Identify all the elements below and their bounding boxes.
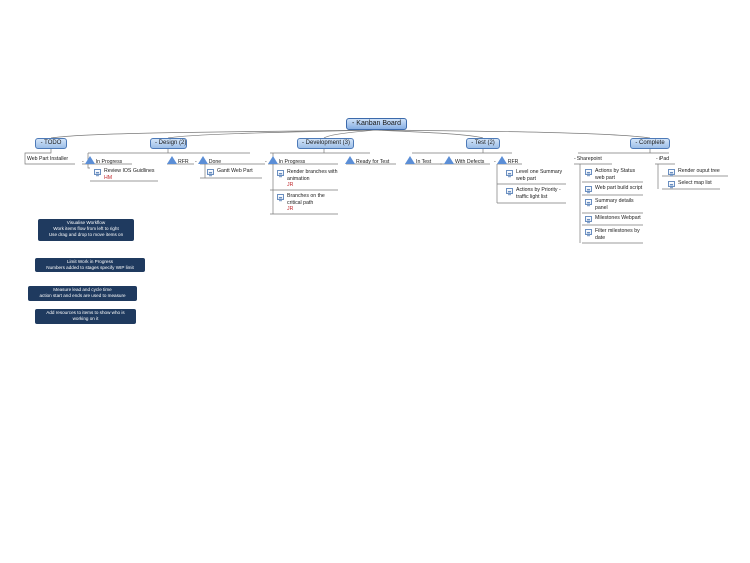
stage-triangle-icon (345, 156, 355, 164)
task-summary-details-panel[interactable]: Summary details panel (585, 198, 645, 211)
task-actions-by-priority[interactable]: Actions by Priority - traffic light list (506, 187, 568, 200)
task-title: Review IOS Guidlines (104, 168, 155, 174)
document-icon (207, 169, 214, 175)
task-actions-by-status[interactable]: Actions by Status web part (585, 168, 645, 181)
task-gantt-web-part[interactable]: Gantt Web Part (207, 168, 267, 175)
todo-node[interactable]: - TODO (35, 138, 67, 149)
stage-triangle-icon (444, 156, 454, 164)
task-title: Gantt Web Part (217, 168, 253, 174)
document-icon (668, 169, 675, 175)
task-title: Summary details panel (595, 198, 634, 211)
collapse-marker: - (574, 156, 576, 162)
task-title: Branches on the critical path (287, 193, 325, 206)
design-node[interactable]: - Design (2) (150, 138, 187, 149)
task-title: Web part build script (595, 185, 643, 191)
document-icon (506, 188, 513, 194)
document-icon (585, 229, 592, 235)
document-icon (668, 181, 675, 187)
todo-item-web-part-installer[interactable]: Web Part Installer (27, 156, 69, 162)
document-icon (506, 170, 513, 176)
note-add-resources[interactable]: Add resources to items to show who is wo… (35, 309, 136, 324)
task-owner: HM (104, 174, 113, 181)
task-level-one-summary[interactable]: Level one Summary web part (506, 169, 568, 182)
task-title: Actions by Priority - traffic light list (516, 187, 561, 200)
note-line: Use drag and drop to move items on (48, 232, 124, 237)
stage-label: In Progress (95, 159, 123, 165)
development-node[interactable]: - Development (3) (297, 138, 354, 149)
task-filter-milestones[interactable]: Filter milestones by date (585, 228, 645, 241)
task-owner: JR (287, 182, 294, 188)
stage-triangle-icon (496, 156, 507, 164)
note-title: Visualise Workflow (66, 220, 106, 225)
complete-node[interactable]: - Complete (630, 138, 670, 149)
document-icon (585, 216, 592, 222)
stage-triangle-icon (405, 156, 415, 164)
task-title: Select map list (678, 180, 712, 186)
collapse-marker: - (656, 156, 658, 162)
task-milestones-webpart[interactable]: Milestones Webpart (585, 215, 651, 222)
design-in-progress-stage[interactable]: - In Progress (82, 156, 122, 166)
task-render-ouput-tree[interactable]: Render ouput tree (668, 168, 738, 175)
collapse-marker: - (265, 159, 267, 165)
task-title: Milestones Webpart (595, 215, 641, 221)
root-node-kanban-board[interactable]: - Kanban Board (346, 118, 408, 130)
stage-label: Done (208, 159, 222, 165)
stage-triangle-icon (267, 156, 278, 164)
collapse-marker: - (494, 159, 496, 165)
document-icon (277, 170, 284, 176)
test-in-test-stage[interactable]: In Test (405, 156, 431, 166)
task-title: Filter milestones by date (595, 228, 640, 241)
note-limit-wip[interactable]: Limit Work in Progress Numbers added to … (35, 258, 145, 272)
stage-label: RFR (178, 159, 189, 165)
test-node[interactable]: - Test (2) (466, 138, 500, 149)
document-icon (585, 169, 592, 175)
task-title: Level one Summary web part (516, 169, 563, 182)
note-title: Limit Work in Progress (66, 259, 114, 264)
note-visualise-workflow[interactable]: Visualise Workflow Work items flow from … (38, 219, 134, 241)
document-icon (94, 169, 101, 175)
complete-sharepoint-group[interactable]: -Sharepoint (574, 156, 602, 163)
development-in-progress-stage[interactable]: - In Progress (265, 156, 305, 166)
test-rfr-stage[interactable]: - RFR (494, 156, 518, 166)
test-with-defects-stage[interactable]: With Defects (444, 156, 484, 166)
group-label: Sharepoint (576, 156, 602, 162)
task-title: Render ouput tree (678, 168, 720, 174)
document-icon (277, 194, 284, 200)
collapse-marker: - (82, 159, 84, 165)
stage-label: RFR (507, 159, 519, 165)
note-line: action start and ends are used to measur… (39, 293, 126, 298)
stage-triangle-icon (84, 156, 95, 164)
note-line: Numbers added to stages specify WIP limi… (46, 265, 134, 270)
complete-ipad-group[interactable]: -iPad (656, 156, 669, 163)
task-owner: JR (287, 206, 294, 212)
task-title: Render branches with animation (287, 169, 338, 182)
collapse-marker: - (195, 159, 197, 165)
note-measure-lead-cycle[interactable]: Measure lead and cycle time action start… (28, 286, 137, 301)
stage-label: In Progress (278, 159, 306, 165)
task-web-part-build-script[interactable]: Web part build script (585, 185, 651, 192)
stage-triangle-icon (167, 156, 177, 164)
group-label: iPad (658, 156, 670, 162)
note-title: Measure lead and cycle time (53, 287, 112, 292)
note-line: Work items flow from left to right (53, 226, 119, 231)
note-title: Add resources to items to show who is (46, 310, 125, 315)
design-rfr-stage[interactable]: RFR (167, 156, 189, 166)
note-line: working on it (72, 316, 99, 321)
stage-triangle-icon (197, 156, 208, 164)
design-done-stage[interactable]: - Done (195, 156, 221, 166)
stage-label: In Test (416, 159, 432, 165)
document-icon (585, 186, 592, 192)
task-title: Actions by Status web part (595, 168, 636, 181)
document-icon (585, 199, 592, 205)
task-select-map-list[interactable]: Select map list (668, 180, 728, 187)
stage-label: With Defects (455, 159, 485, 165)
stage-label: Ready for Test (356, 159, 390, 165)
development-ready-for-test-stage[interactable]: Ready for Test (345, 156, 389, 166)
